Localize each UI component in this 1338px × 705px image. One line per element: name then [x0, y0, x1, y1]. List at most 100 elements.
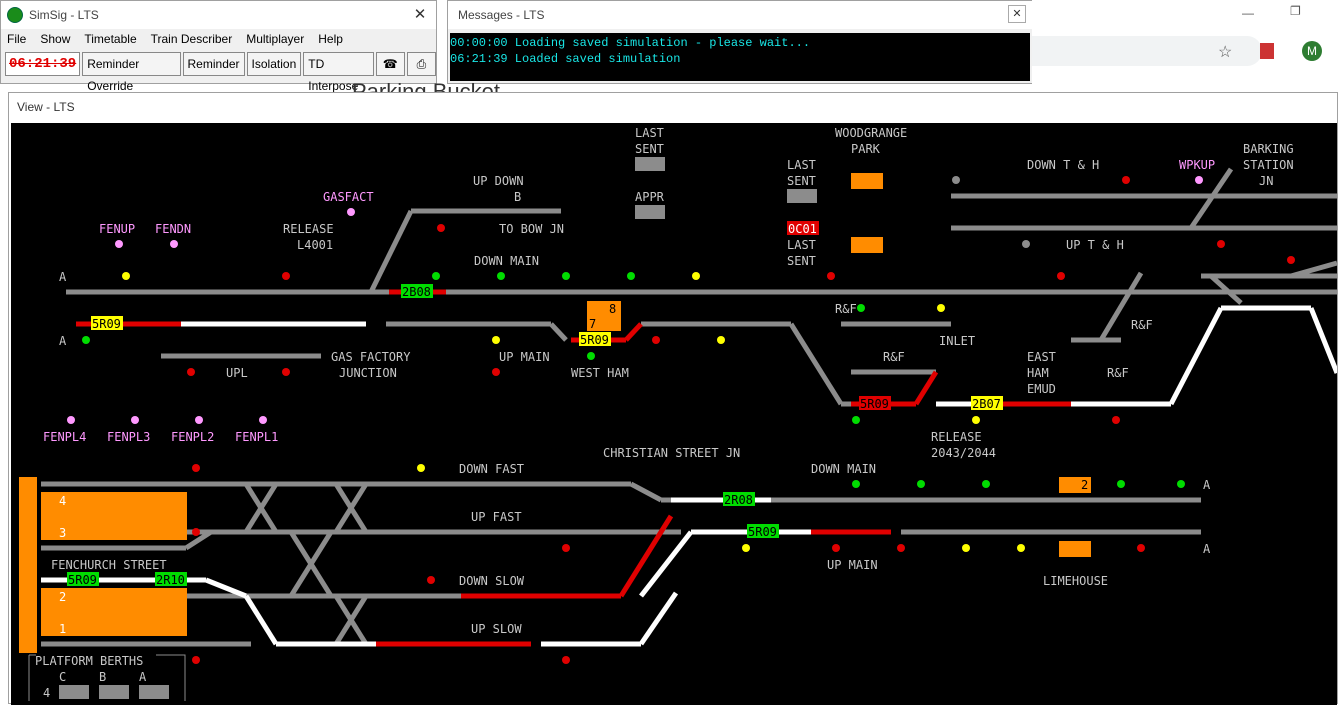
view-title: View - LTS	[17, 100, 75, 114]
berth-2r10: 2R10	[156, 573, 185, 587]
messages-title: Messages - LTS	[458, 8, 545, 22]
signals[interactable]	[82, 176, 1295, 664]
berth-boxes[interactable]	[67, 221, 1003, 586]
platform-number-2: 2	[1081, 478, 1088, 492]
upl-label: UPL	[226, 366, 248, 380]
barking-label: BARKING	[1243, 142, 1294, 156]
diagram-labels: LAST SENT APPR UP DOWN B TO BOW JN DOWN …	[35, 126, 1294, 700]
up-main-label: UP MAIN	[827, 558, 878, 572]
last-label: LAST	[787, 158, 816, 172]
restore-icon[interactable]: ❐	[1290, 4, 1301, 18]
down-main-label: DOWN MAIN	[811, 462, 876, 476]
gasfact-label: GASFACT	[323, 190, 374, 204]
pdf-icon[interactable]	[1260, 43, 1274, 59]
platform-1-label: 1	[59, 622, 66, 636]
platform-numbers: 4 3 2 1	[59, 494, 66, 636]
close-icon[interactable]: ✕	[1008, 5, 1026, 23]
signalling-canvas[interactable]: LAST SENT APPR UP DOWN B TO BOW JN DOWN …	[11, 123, 1337, 705]
menu-show[interactable]: Show	[40, 32, 71, 46]
berth-col-b: B	[99, 670, 106, 684]
up-t-h-label: UP T & H	[1066, 238, 1124, 252]
simsig-title: SimSig - LTS	[29, 8, 99, 22]
berth-5r09: 5R09	[92, 317, 121, 331]
menu-timetable[interactable]: Timetable	[84, 32, 137, 46]
down-fast-label: DOWN FAST	[459, 462, 524, 476]
berth-texts: 5R09 2B08 5R09 0C01 5R09 2B07 5R09 2R10 …	[68, 222, 1088, 587]
star-icon[interactable]: ☆	[1218, 44, 1233, 61]
platform-2-label: 2	[59, 590, 66, 604]
berth-col-a: A	[139, 670, 147, 684]
menu-file[interactable]: File	[7, 32, 27, 46]
fenpl4-label: FENPL4	[43, 430, 86, 444]
release2-id-label: 2043/2044	[931, 446, 996, 460]
release-label: RELEASE	[283, 222, 334, 236]
appr-label: APPR	[635, 190, 665, 204]
track-diagram[interactable]: LAST SENT APPR UP DOWN B TO BOW JN DOWN …	[11, 123, 1337, 705]
td-interpose-button[interactable]: TD Interpose	[303, 52, 374, 93]
sim-clock[interactable]: 06:21:39	[5, 52, 81, 76]
reminder-override-button[interactable]: Reminder Override	[82, 52, 181, 93]
fenpl2-label: FENPL2	[171, 430, 214, 444]
berth-row-label: 4	[43, 686, 50, 700]
up-fast-label: UP FAST	[471, 510, 522, 524]
message-log: 00:00:00 Loading saved simulation - plea…	[450, 33, 1030, 81]
profile-avatar[interactable]: M	[1302, 41, 1322, 61]
inlet-label: INLET	[939, 334, 975, 348]
fenpl1-label: FENPL1	[235, 430, 278, 444]
browser-window: — ❐ ☆ M	[1032, 0, 1338, 92]
message-line: 06:21:39 Loaded saved simulation	[450, 52, 681, 66]
berth-5r09: 5R09	[860, 397, 889, 411]
address-bar[interactable]	[1032, 36, 1262, 66]
messages-window: Messages - LTS ✕ 00:00:00 Loading saved …	[447, 0, 1033, 84]
up-slow-label: UP SLOW	[471, 622, 522, 636]
platforms	[19, 173, 1091, 653]
fenup-label: FENUP	[99, 222, 135, 236]
simsig-logo-icon	[7, 7, 23, 23]
down-t-h-label: DOWN T & H	[1027, 158, 1099, 172]
rf-label: R&F	[1107, 366, 1129, 380]
berth-2b08: 2B08	[402, 285, 431, 299]
down-main-label: DOWN MAIN	[474, 254, 539, 268]
to-bow-jn-label: TO BOW JN	[499, 222, 564, 236]
platform-number-7: 7	[589, 317, 596, 331]
up-down-label: UP DOWN	[473, 174, 524, 188]
menu-train-describer[interactable]: Train Describer	[150, 32, 233, 46]
message-line: 00:00:00 Loading saved simulation - plea…	[450, 36, 811, 50]
ham-label: HAM	[1027, 366, 1049, 380]
a-label: A	[59, 334, 67, 348]
platform-berths-panel	[28, 654, 186, 701]
berth-2r08: 2R08	[724, 493, 753, 507]
b-label: B	[514, 190, 521, 204]
up-main-label: UP MAIN	[499, 350, 550, 364]
berth-5r09: 5R09	[748, 525, 777, 539]
berth-col-c: C	[59, 670, 66, 684]
sent-label: SENT	[787, 254, 816, 268]
minimize-icon[interactable]: —	[1242, 6, 1254, 20]
reminder-button[interactable]: Reminder	[182, 52, 245, 76]
emud-label: EMUD	[1027, 382, 1056, 396]
last-label: LAST	[635, 126, 664, 140]
td-labels: GASFACT FENUP FENDN WPKUP FENPL4 FENPL3 …	[43, 158, 1215, 444]
browser-content-text: Parking Bucket	[352, 79, 500, 92]
junction-label: JUNCTION	[339, 366, 397, 380]
christian-street-label: CHRISTIAN STREET JN	[603, 446, 740, 460]
close-icon[interactable]: ✕	[413, 6, 427, 23]
berth-5r09: 5R09	[580, 333, 609, 347]
jn-label: JN	[1259, 174, 1273, 188]
a-label: A	[59, 270, 67, 284]
platform-berths-label: PLATFORM BERTHS	[35, 654, 143, 668]
menu-multiplayer[interactable]: Multiplayer	[246, 32, 305, 46]
printer-icon[interactable]: ⎙	[406, 52, 436, 76]
rf-label: R&F	[883, 350, 905, 364]
fenpl3-label: FENPL3	[107, 430, 150, 444]
isolation-button[interactable]: Isolation	[246, 52, 302, 76]
td-indicators	[67, 176, 1203, 424]
last-sent-bars	[635, 157, 817, 219]
station-label: STATION	[1243, 158, 1294, 172]
menu-help[interactable]: Help	[318, 32, 343, 46]
simsig-toolbar: 06:21:39 Reminder Override Reminder Isol…	[1, 49, 436, 93]
berth-5r09: 5R09	[68, 573, 97, 587]
a-label: A	[1203, 478, 1211, 492]
berth-2b07: 2B07	[972, 397, 1001, 411]
telephone-icon[interactable]: ☎	[375, 52, 405, 76]
